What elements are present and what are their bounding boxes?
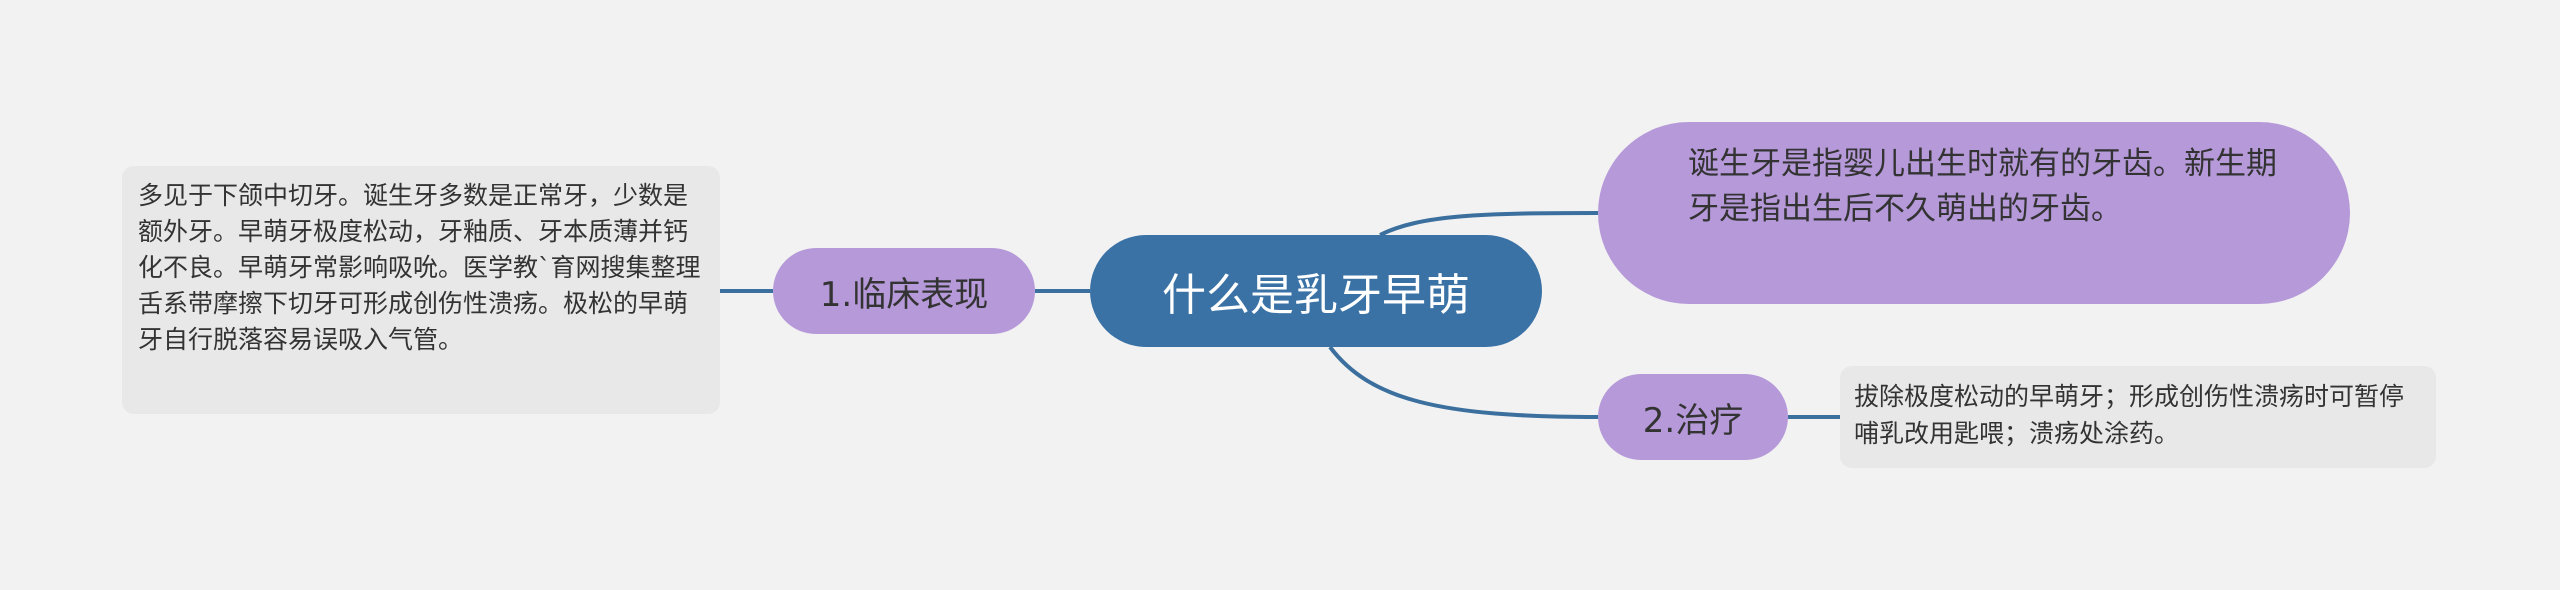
central-topic-label: 什么是乳牙早萌 xyxy=(1162,270,1470,321)
central-topic-node[interactable]: 什么是乳牙早萌 xyxy=(1090,235,1542,347)
treatment-branch-node[interactable]: 2.治疗 xyxy=(1598,374,1788,460)
clinical-detail-box: 多见于下颌中切牙。诞生牙多数是正常牙，少数是额外牙。早萌牙极度松动，牙釉质、牙本… xyxy=(122,166,720,414)
clinical-branch-node[interactable]: 1.临床表现 xyxy=(773,248,1035,334)
connector-central-to-definition xyxy=(1379,211,1599,237)
treatment-detail-text: 拔除极度松动的早萌牙；形成创伤性溃疡时可暂停哺乳改用匙喂；溃疡处涂药。 xyxy=(1854,382,2405,448)
treatment-detail-box: 拔除极度松动的早萌牙；形成创伤性溃疡时可暂停哺乳改用匙喂；溃疡处涂药。 xyxy=(1840,366,2436,468)
clinical-detail-text: 多见于下颌中切牙。诞生牙多数是正常牙，少数是额外牙。早萌牙极度松动，牙釉质、牙本… xyxy=(138,181,701,354)
connector-central-to-treatment xyxy=(1328,345,1599,419)
definition-branch-label: 诞生牙是指婴儿出生时就有的牙齿。新生期牙是指出生后不久萌出的牙齿。 xyxy=(1688,146,2277,227)
definition-branch-node[interactable]: 诞生牙是指婴儿出生时就有的牙齿。新生期牙是指出生后不久萌出的牙齿。 xyxy=(1598,122,2350,304)
clinical-branch-label: 1.临床表现 xyxy=(819,274,989,315)
treatment-branch-label: 2.治疗 xyxy=(1642,400,1744,441)
